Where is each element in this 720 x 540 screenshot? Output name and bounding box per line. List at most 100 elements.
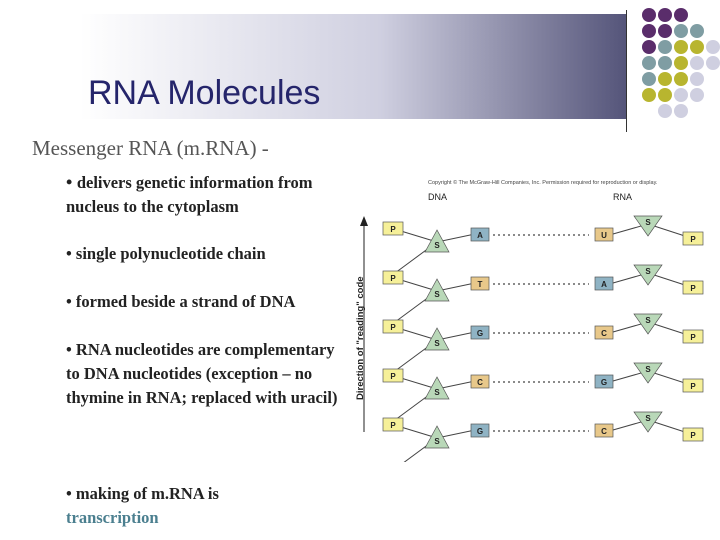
sugar-label: S — [645, 267, 651, 276]
axis-label: Direction of "reading" code — [355, 276, 366, 400]
rna-phosphate — [682, 427, 704, 442]
dot — [674, 40, 688, 54]
rna-sugar — [633, 215, 663, 237]
dna-sugar-base-link — [436, 429, 476, 439]
dot — [642, 72, 656, 86]
dot — [642, 40, 656, 54]
dna-sugar-base-link — [436, 233, 476, 243]
dna-base — [470, 423, 490, 438]
arrow-head — [360, 216, 368, 226]
dot — [674, 104, 688, 118]
dna-sugar — [424, 278, 450, 302]
rna-base-label: G — [601, 378, 607, 387]
sugar-label: S — [645, 414, 651, 423]
dot — [642, 88, 656, 102]
dna-phosphate — [382, 270, 404, 285]
rna-base — [594, 276, 614, 291]
dot — [690, 24, 704, 38]
dna-sugar — [424, 327, 450, 351]
dot — [674, 88, 688, 102]
phosphate-label: P — [390, 421, 396, 430]
phosphate-label: P — [690, 284, 696, 293]
phosphate-label: P — [390, 274, 396, 283]
rna-base-label: C — [601, 329, 607, 338]
rna-label: RNA — [613, 192, 632, 202]
copyright-text: Copyright © The McGraw-Hill Companies, I… — [428, 179, 658, 186]
bullet-marker: • — [66, 292, 76, 311]
title-bar: RNA Molecules — [80, 14, 626, 119]
dot — [690, 88, 704, 102]
bullet-text: delivers genetic information from nucleu… — [66, 173, 313, 216]
rna-base — [594, 227, 614, 242]
dot — [642, 24, 656, 38]
dot — [658, 8, 672, 22]
rna-sugar — [633, 362, 663, 384]
dna-label: DNA — [428, 192, 447, 202]
dot — [658, 24, 672, 38]
rna-base — [594, 423, 614, 438]
bullet-text: single polynucleotide chain — [75, 244, 266, 263]
dna-base-label: T — [478, 280, 483, 289]
sugar-label: S — [645, 218, 651, 227]
dot — [674, 72, 688, 86]
bullet-item: • delivers genetic information from nucl… — [66, 170, 356, 219]
slide-subtitle: Messenger RNA (m.RNA) - — [32, 136, 269, 160]
dna-base-label: A — [477, 231, 483, 240]
dot — [658, 40, 672, 54]
rna-phosphate — [682, 378, 704, 393]
dot — [674, 24, 688, 38]
dot — [674, 56, 688, 70]
dna-phosphate — [382, 319, 404, 334]
rna-base-label: C — [601, 427, 607, 436]
sugar-label: S — [434, 339, 440, 348]
bullet-marker: • — [66, 340, 76, 359]
rna-base — [594, 325, 614, 340]
rna-sugar — [633, 313, 663, 335]
rna-sugar — [633, 411, 663, 433]
divider-line — [626, 10, 627, 132]
sugar-label: S — [645, 365, 651, 374]
dna-sugar — [424, 376, 450, 400]
dna-base — [470, 325, 490, 340]
sugar-label: S — [434, 388, 440, 397]
bullet-item: • formed beside a strand of DNA — [66, 290, 356, 314]
rna-base — [594, 374, 614, 389]
dot — [658, 56, 672, 70]
rna-base-label: A — [601, 280, 607, 289]
rna-sugar — [633, 264, 663, 286]
dna-sugar-base-link — [436, 282, 476, 292]
dot — [658, 88, 672, 102]
bullet-text: making of m.RNA is — [75, 484, 219, 503]
dna-base-label: C — [477, 378, 483, 387]
phosphate-label: P — [390, 323, 396, 332]
dot — [642, 8, 656, 22]
rna-base-label: U — [601, 231, 607, 240]
dot — [690, 72, 704, 86]
phosphate-label: P — [690, 333, 696, 342]
dna-phosphate — [382, 221, 404, 236]
bullet-marker: • — [66, 244, 76, 263]
dna-sugar-base-link — [436, 380, 476, 390]
dot — [690, 40, 704, 54]
phosphate-label: P — [690, 431, 696, 440]
bullet-item: • RNA nucleotides are complementary to D… — [66, 338, 348, 410]
dna-base — [470, 374, 490, 389]
dna-sugar — [424, 425, 450, 449]
dna-base — [470, 227, 490, 242]
dna-base-label: G — [477, 427, 483, 436]
dna-rna-diagram: Copyright © The McGraw-Hill Companies, I… — [355, 179, 704, 462]
dna-base-label: G — [477, 329, 483, 338]
slide-title: RNA Molecules — [88, 74, 321, 112]
dna-base — [470, 276, 490, 291]
dot — [690, 56, 704, 70]
bullet-item: • making of m.RNA is transcription — [66, 482, 356, 530]
phosphate-label: P — [390, 372, 396, 381]
dna-phosphate — [382, 417, 404, 432]
sugar-label: S — [434, 437, 440, 446]
dna-sugar — [424, 229, 450, 253]
dot — [706, 40, 720, 54]
dot — [658, 72, 672, 86]
sugar-label: S — [434, 290, 440, 299]
dot — [658, 104, 672, 118]
highlight-term: transcription — [66, 508, 159, 527]
